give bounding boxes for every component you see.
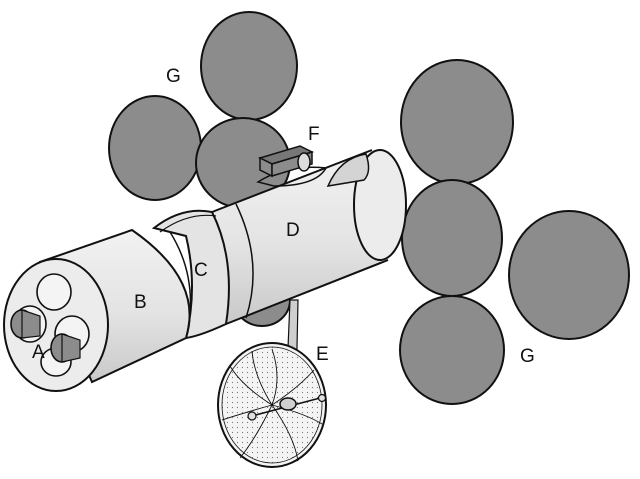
solar-disc-middle xyxy=(402,180,502,296)
label-d: D xyxy=(286,220,300,241)
label-f: F xyxy=(308,124,320,145)
label-b: B xyxy=(134,292,147,313)
solar-disc-top xyxy=(401,60,513,184)
dish-feed-hub xyxy=(280,398,296,410)
label-g-left: G xyxy=(166,66,181,87)
dish-feed-tip xyxy=(248,412,256,420)
solar-disc-left xyxy=(109,96,201,200)
solar-disc-bottom xyxy=(400,296,504,404)
solar-disc-top xyxy=(201,12,297,120)
label-e: E xyxy=(316,344,329,365)
solar-disc-right xyxy=(509,211,629,339)
label-a: A xyxy=(32,342,45,363)
dish-feed-end xyxy=(319,395,326,402)
nozzle-top xyxy=(37,274,71,310)
pod-lens xyxy=(298,153,310,171)
label-g-right: G xyxy=(520,346,535,367)
right-solar-array xyxy=(400,60,629,404)
label-c: C xyxy=(194,260,208,281)
